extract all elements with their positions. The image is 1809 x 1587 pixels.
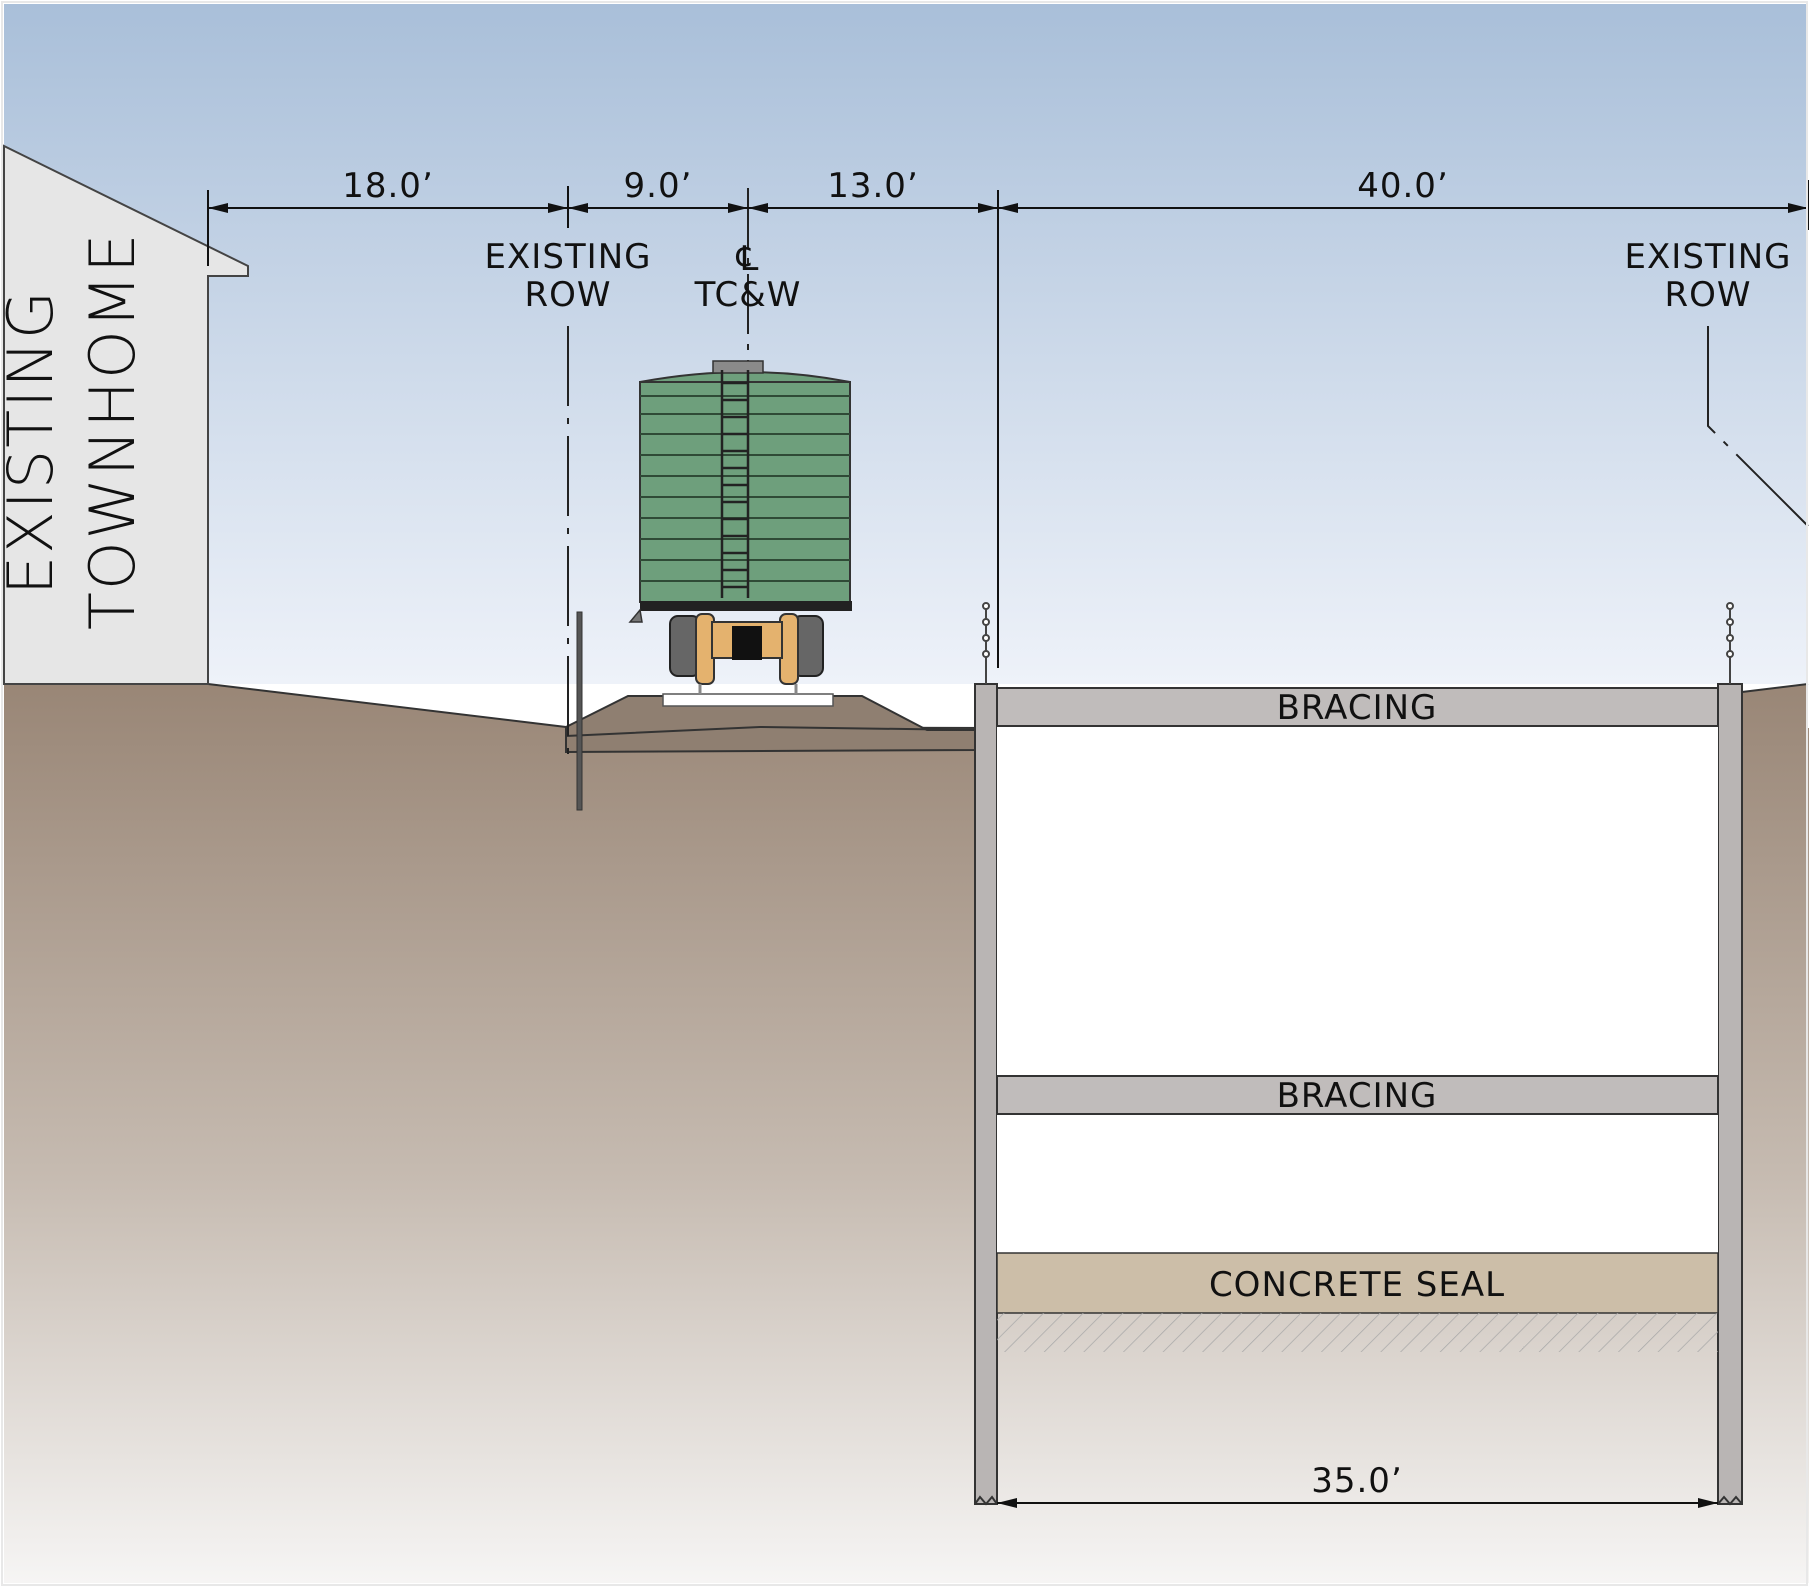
seal-hatch xyxy=(997,1313,1718,1352)
dim-text-13: 13.0’ xyxy=(827,166,919,206)
townhome-label-line1: EXISTING xyxy=(0,289,67,595)
subballast-line xyxy=(565,725,976,737)
dim-text-40: 40.0’ xyxy=(1357,166,1449,206)
bracing-upper-label: BRACING xyxy=(1277,688,1438,728)
townhome-label-line2-group: TOWNHOME xyxy=(76,232,149,630)
railcar xyxy=(628,360,852,694)
concrete-seal xyxy=(996,1252,1719,1314)
townhome-label-line1-group: EXISTING xyxy=(0,289,67,595)
fence-excavation-right xyxy=(1726,602,1734,684)
fence-excavation-left xyxy=(982,602,990,684)
railcar-roof-walk xyxy=(712,360,764,374)
sheet-pile-right xyxy=(1717,683,1743,1505)
dim-text-35: 35.0’ xyxy=(1311,1461,1403,1501)
row-left-label-line1: EXISTING xyxy=(485,237,652,277)
fence-post-left xyxy=(576,611,583,811)
sheet-pile-left xyxy=(974,683,998,1505)
railcar-siding-ribs xyxy=(640,395,850,582)
sheet-pile-right-tip xyxy=(1717,1495,1743,1506)
concrete-seal-label: CONCRETE SEAL xyxy=(1209,1265,1505,1305)
excavation-open-upper xyxy=(997,726,1718,1076)
dim-text-18: 18.0’ xyxy=(342,166,434,206)
sheet-pile-left-tip xyxy=(974,1495,998,1506)
railcar-body xyxy=(639,381,851,603)
sky-background xyxy=(4,4,1808,684)
row-right-line xyxy=(1707,326,1809,527)
townhome-building xyxy=(3,144,249,685)
bracing-lower-label: BRACING xyxy=(1277,1076,1438,1116)
excavation-open-lower xyxy=(997,1113,1718,1253)
row-right-label-line2: ROW xyxy=(1664,275,1751,315)
centerline-label: TC&W xyxy=(694,275,802,315)
centerline-symbol: ℄ xyxy=(736,239,760,279)
bracing-lower xyxy=(996,1075,1719,1115)
ground-profile-line-right xyxy=(1741,683,1809,693)
dim-text-9: 9.0’ xyxy=(624,166,693,206)
ground-soil-right xyxy=(1742,684,1808,1583)
truck-center-bearing xyxy=(732,626,762,660)
row-left-label-line2: ROW xyxy=(524,275,611,315)
railcar-ladder xyxy=(720,370,750,598)
railcar-underframe xyxy=(640,601,852,611)
row-right-label-line1: EXISTING xyxy=(1625,237,1792,277)
railcar-step-left xyxy=(628,608,643,623)
townhome-label-line2: TOWNHOME xyxy=(76,232,149,630)
bracing-upper xyxy=(996,687,1719,727)
railroad-tie xyxy=(662,693,834,707)
